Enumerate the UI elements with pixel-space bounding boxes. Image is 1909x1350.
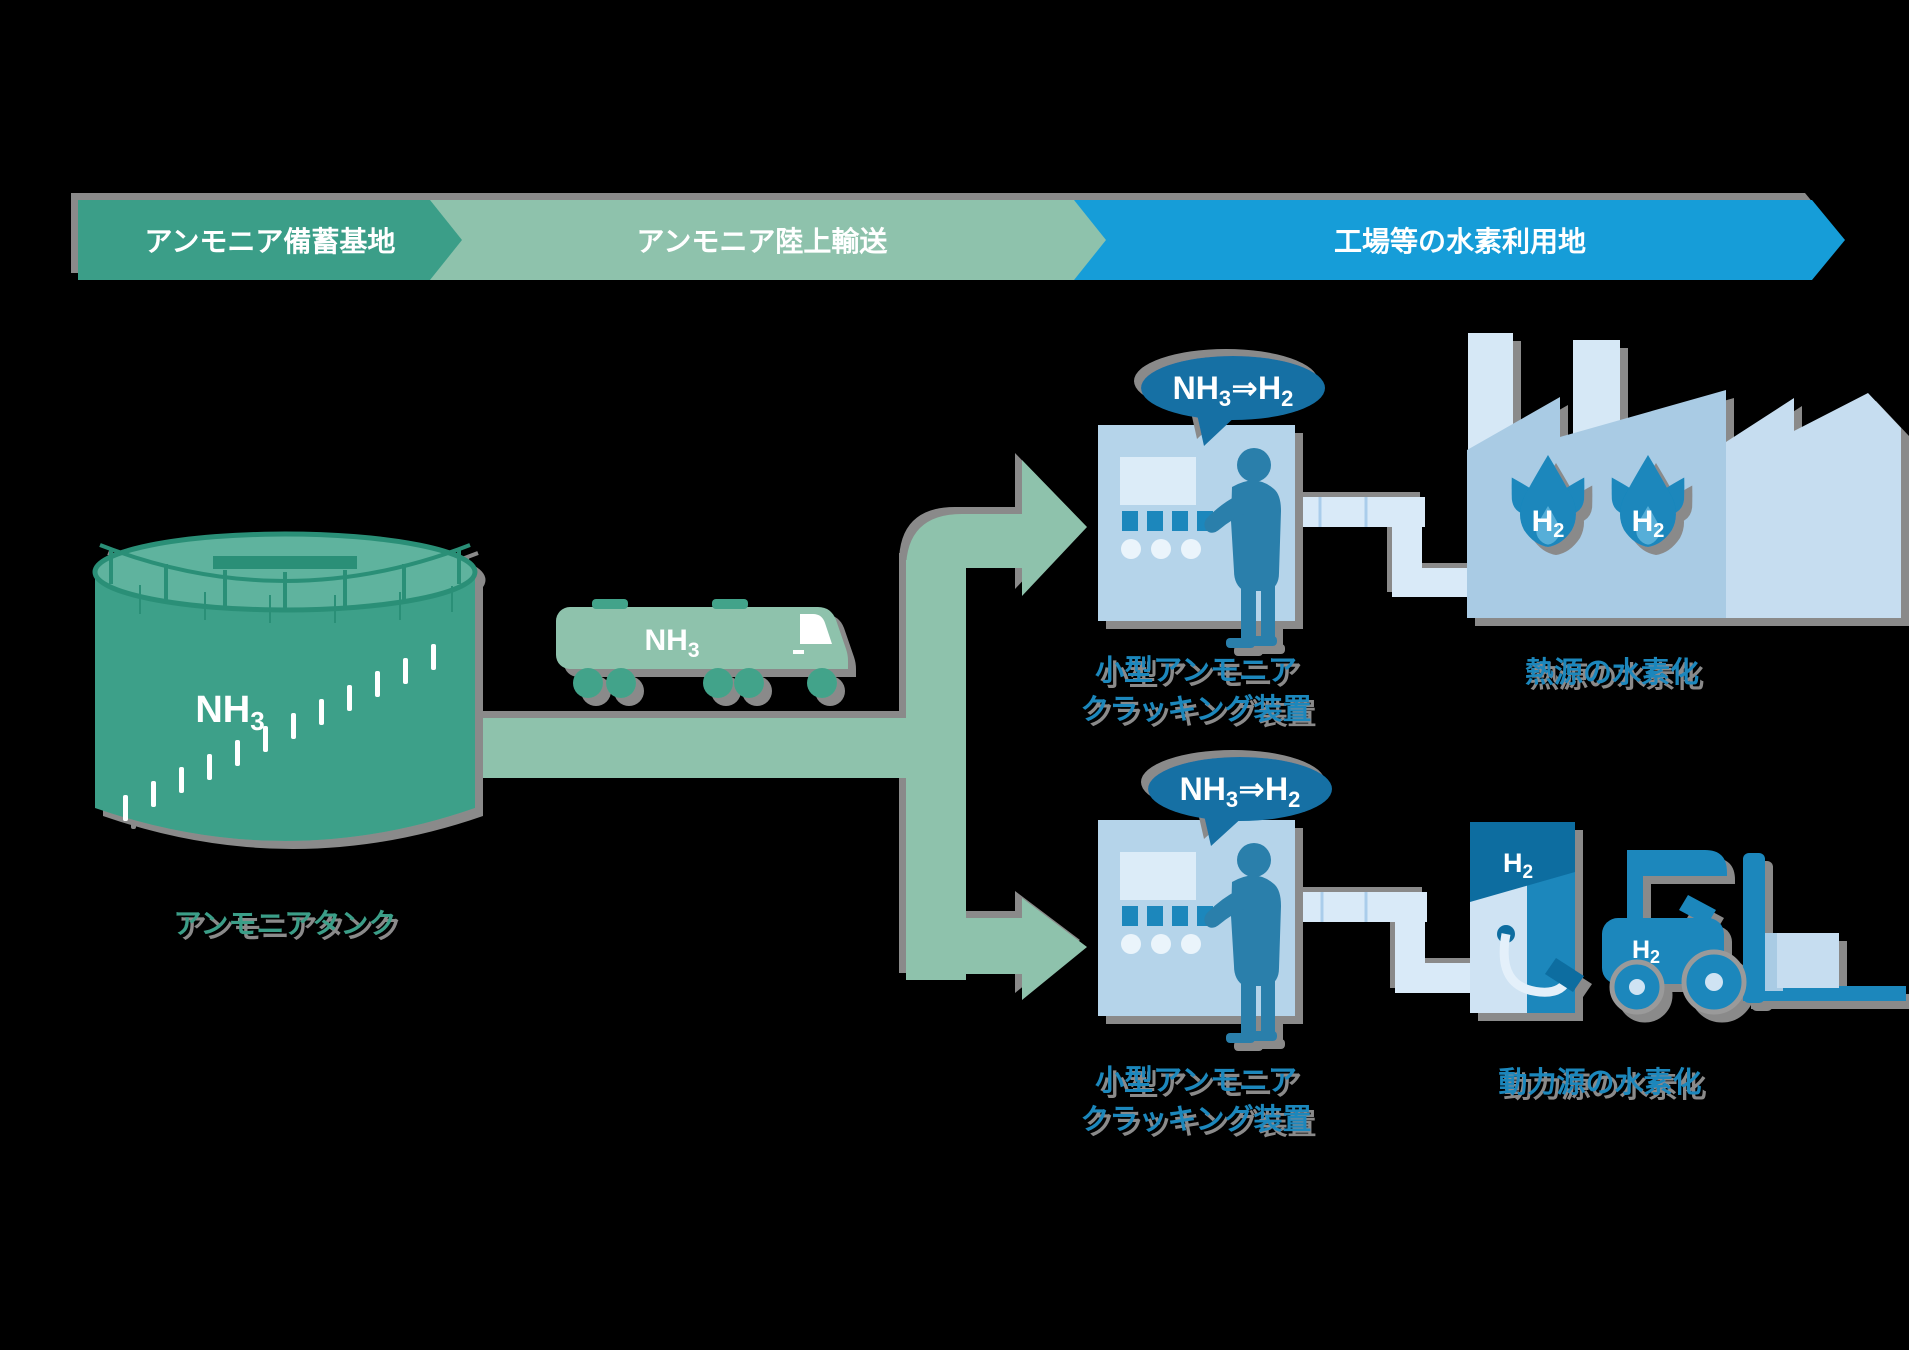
truck-tank xyxy=(556,607,791,669)
bubble-label: NH3⇒H2 xyxy=(1180,771,1301,812)
banner-land-transport xyxy=(420,200,1106,280)
truck-hatch xyxy=(592,599,628,609)
hydrogen-pipe-to-dispenser xyxy=(1295,892,1475,993)
truck-mirror xyxy=(793,650,804,654)
tank-stair-dashes xyxy=(123,644,436,821)
tank-walkway xyxy=(213,556,357,569)
flow-arrow-split xyxy=(470,460,1087,1000)
banner-hydrogen-usage xyxy=(1074,200,1845,280)
tank-seams xyxy=(139,585,453,623)
banner-storage-base xyxy=(78,200,462,280)
pipe-joints xyxy=(1318,497,1602,597)
fuel-cell-forklift: H2 動力源の水素化 xyxy=(1498,850,1906,1099)
ammonia-cracker-unit-lower: NH3⇒H2 小型アンモニア クラッキング装置 xyxy=(1080,757,1332,1136)
cracker-caption-line2: クラッキング装置 xyxy=(1080,693,1311,726)
flow-arrow-upper xyxy=(906,460,1087,640)
h2-dispenser: H2 xyxy=(1470,822,1584,1013)
tank-railing-posts xyxy=(109,549,461,610)
truck-window xyxy=(800,614,832,644)
banner-storage-base-label: アンモニア備蓄基地 xyxy=(145,226,396,257)
ammonia-cracker-unit-upper: NH3⇒H2 小型アンモニア クラッキング装置 xyxy=(1080,356,1325,726)
tank-caption: アンモニアタンク xyxy=(174,908,397,939)
dispenser-h2-label: H2 xyxy=(1503,848,1533,883)
banner-land-transport-label: アンモニア陸上輸送 xyxy=(637,225,888,257)
ammonia-tanker-truck: NH3 xyxy=(556,599,848,698)
tank-nh3-label: NH3 xyxy=(195,689,264,736)
forklift-guard-top xyxy=(1627,850,1727,876)
h2-flame: H2 xyxy=(1501,455,1595,547)
cracker-caption-line1: 小型アンモニア xyxy=(1095,654,1297,687)
speech-bubble-nh3-to-h2 xyxy=(1148,757,1332,846)
banner-hydrogen-usage-label: 工場等の水素利用地 xyxy=(1334,225,1586,257)
truck-nh3-label: NH3 xyxy=(644,624,699,662)
forklift-mast xyxy=(1743,853,1765,1003)
factory-caption: 熱源の水素化 xyxy=(1525,656,1699,689)
h2-flame: H2 xyxy=(1601,455,1695,547)
forklift-cargo-box xyxy=(1777,933,1839,988)
flame-h2-label: H2 xyxy=(1632,505,1665,542)
forklift-wheel-hub xyxy=(1629,979,1645,995)
dispenser-nozzle xyxy=(1545,958,1584,992)
forklift-steering xyxy=(1679,895,1716,925)
flame-h2-label: H2 xyxy=(1532,505,1565,542)
cracker-cabinet-and-operator xyxy=(1098,820,1295,1043)
cracker-caption-line1: 小型アンモニア xyxy=(1095,1064,1297,1097)
tank-body xyxy=(95,572,475,841)
dispenser-top xyxy=(1470,822,1575,902)
factory: H2 H2 熱源の水素化 xyxy=(1467,333,1901,689)
process-banner-row: アンモニア備蓄基地 アンモニア陸上輸送 工場等の水素利用地 xyxy=(78,200,1845,280)
speech-bubble-nh3-to-h2 xyxy=(1141,356,1325,446)
forklift-guard-post xyxy=(1627,850,1643,924)
truck-wheels xyxy=(573,668,837,698)
forklift-fork xyxy=(1743,986,1906,1001)
truck-hatch xyxy=(712,599,748,609)
cracker-cabinet-and-operator xyxy=(1098,425,1295,648)
flow-band-horizontal xyxy=(470,718,966,778)
factory-building-annex xyxy=(1726,393,1901,618)
forklift-h2-label: H2 xyxy=(1632,936,1660,967)
bubble-label: NH3⇒H2 xyxy=(1173,370,1294,411)
forklift-wheel-hub xyxy=(1705,973,1723,991)
pipe-joints xyxy=(1320,892,1368,922)
dispenser-hose xyxy=(1499,933,1573,997)
flow-arrow-lower xyxy=(906,850,1087,1000)
factory-building xyxy=(1467,390,1726,618)
ammonia-tank: NH3 アンモニアタンク xyxy=(92,531,478,939)
forklift-caption: 動力源の水素化 xyxy=(1498,1066,1701,1099)
cracker-caption-line2: クラッキング装置 xyxy=(1080,1103,1311,1136)
